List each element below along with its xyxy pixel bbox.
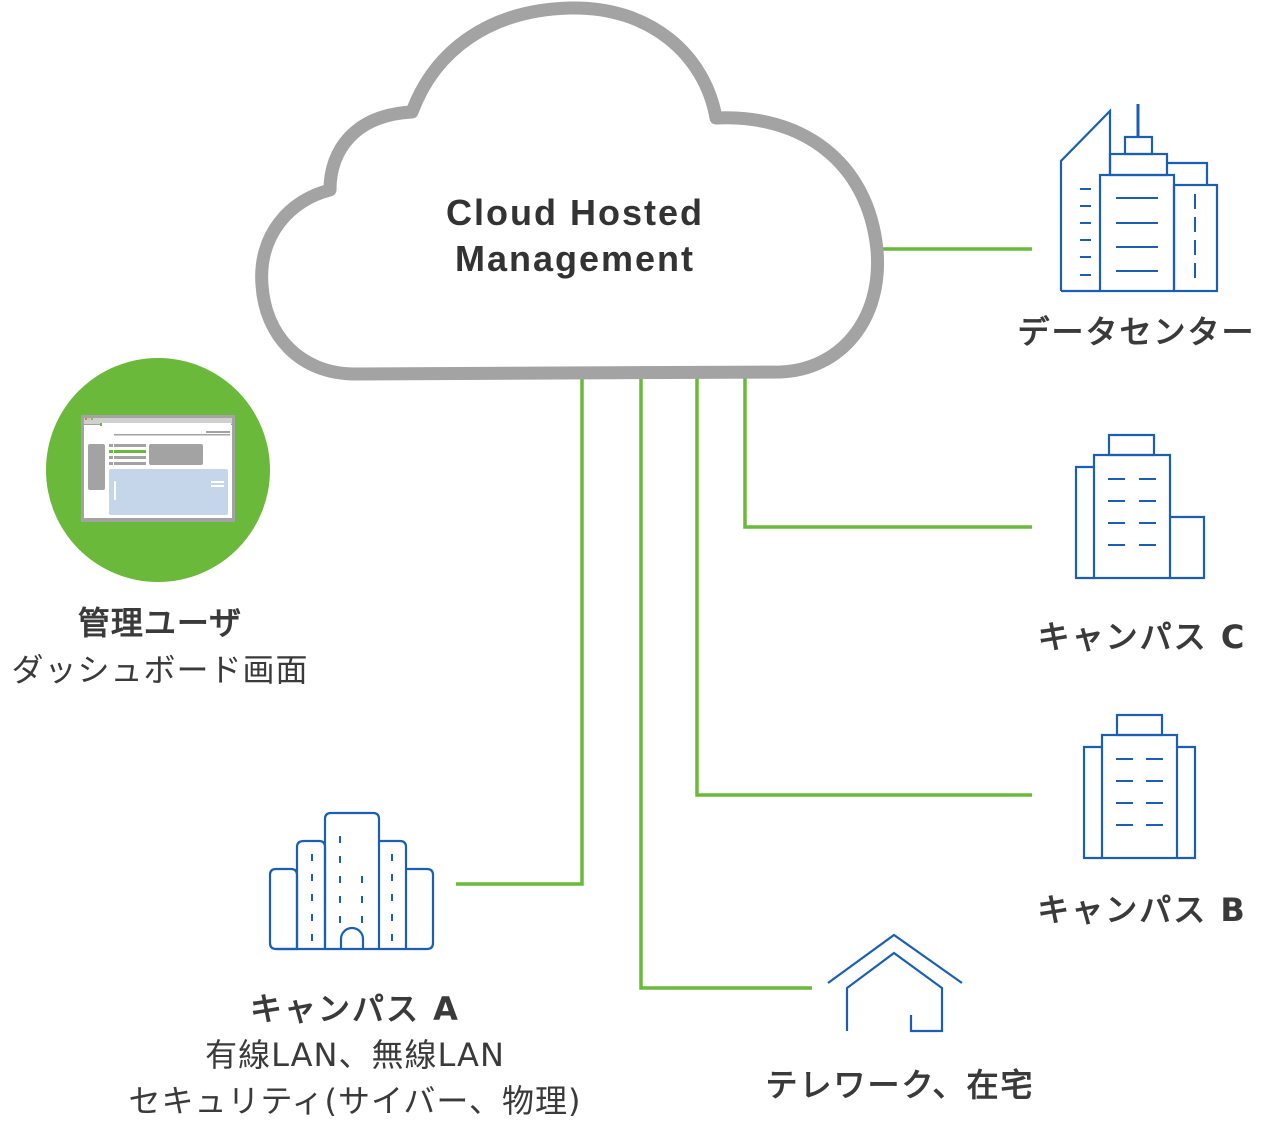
campus-buildings-icon [268,811,435,951]
datacenter-building-icon [1059,104,1219,293]
dashboard-screen-icon [46,358,270,582]
admin-subtitle: ダッシュボード画面 [11,651,309,689]
cloud-shape [255,1,885,381]
connector-campus-b [695,378,1032,797]
campus-c-label: キャンパス C [1037,618,1247,656]
campus-a-detail-line1: 有線LAN、無線LAN [205,1036,505,1074]
admin-title: 管理ユーザ [77,604,243,642]
cloud-title-line2: Management [454,238,696,279]
connector-campus-c [743,378,1032,529]
office-building-icon-campus-c [1074,433,1206,580]
connector-telework [639,378,812,990]
cloud-title-line1: Cloud Hosted [446,192,704,233]
telework-label: テレワーク、在宅 [765,1066,1035,1104]
campus-b-label: キャンパス B [1037,891,1247,929]
campus-a-detail-line2: セキュリティ(サイバー、物理) [128,1082,582,1120]
connector-campus-a [456,378,584,886]
office-building-icon-campus-b [1082,713,1197,860]
cloud-title: Cloud Hosted Management [370,190,780,282]
datacenter-label: データセンター [1017,313,1256,351]
connectors [456,247,1032,990]
campus-a-label: キャンパス A [250,990,460,1028]
home-icon [827,933,963,1033]
